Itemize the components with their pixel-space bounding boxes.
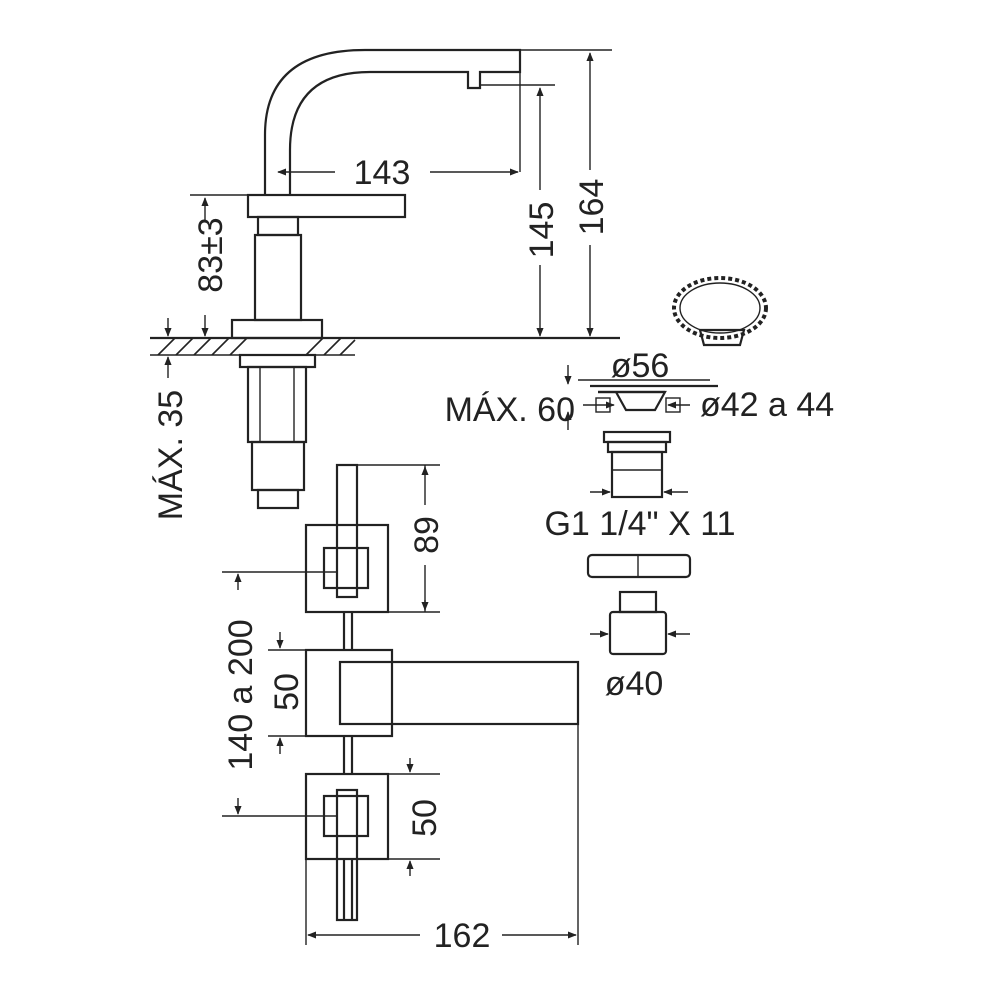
bottom-handle-lever bbox=[335, 788, 359, 922]
counter-hatch bbox=[150, 337, 356, 356]
handle-depth-label: 89 bbox=[408, 516, 446, 554]
drain-diameter-label: ø56 bbox=[611, 347, 670, 385]
drain-washer bbox=[586, 553, 692, 579]
top-handle-lever bbox=[335, 463, 359, 599]
spout-base bbox=[304, 648, 394, 738]
drain-thread-label: G1 1/4" X 11 bbox=[544, 505, 735, 543]
drain-nut bbox=[608, 610, 668, 656]
spout-base-width-label: 50 bbox=[268, 673, 306, 711]
faucet-body bbox=[253, 233, 303, 322]
spout-projection-label: 162 bbox=[434, 917, 491, 955]
drain-assembly: ø56 MÁX. 60 ø42 a 44 G1 1/4" X 11 ø40 bbox=[445, 276, 834, 703]
drain-nut-top bbox=[618, 590, 658, 614]
drain-body bbox=[610, 450, 664, 499]
spout-outlet-height-label: 145 bbox=[523, 202, 561, 259]
total-height-label: 164 bbox=[573, 179, 611, 236]
threaded-shank bbox=[246, 365, 308, 444]
handle-lever bbox=[246, 193, 407, 219]
handle-height-label: 83±3 bbox=[192, 217, 230, 292]
top-handle-hub bbox=[322, 546, 370, 590]
spout-outline bbox=[263, 48, 522, 195]
top-handle-base bbox=[304, 523, 390, 614]
drain-body-top bbox=[602, 430, 672, 444]
drain-hole-label: ø42 a 44 bbox=[700, 386, 834, 424]
drain-cap bbox=[598, 390, 667, 412]
handle-base-width-label: 50 bbox=[406, 799, 444, 837]
body-collar bbox=[256, 215, 300, 237]
max-counter-thickness-label: MÁX. 35 bbox=[152, 390, 190, 520]
drain-grate-icon bbox=[672, 276, 768, 340]
grate-base bbox=[698, 328, 746, 347]
faucet-side-view: 83±3 MÁX. 35 143 145 164 bbox=[150, 48, 620, 520]
supply-end bbox=[256, 488, 300, 510]
base-flange bbox=[230, 318, 324, 340]
drain-max-label: MÁX. 60 bbox=[445, 391, 575, 429]
spout-reach-label: 143 bbox=[354, 154, 411, 192]
spout-top-view bbox=[338, 660, 580, 726]
faucet-plan-view: 89 140 a 200 50 50 162 bbox=[222, 463, 580, 955]
drain-nut-diameter-label: ø40 bbox=[605, 665, 664, 703]
supply-connector bbox=[250, 440, 306, 492]
center-distance-label: 140 a 200 bbox=[222, 619, 260, 770]
lock-nut bbox=[238, 353, 317, 369]
